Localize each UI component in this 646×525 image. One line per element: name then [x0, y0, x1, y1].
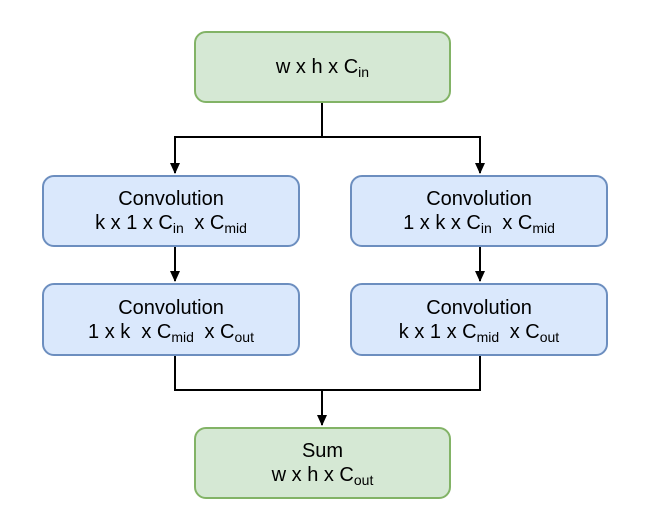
- convolution-dims: k x 1 x Cin x Cmid: [95, 212, 247, 236]
- input-node-label: w x h x Cin: [275, 56, 370, 80]
- convolution-title: Convolution: [426, 188, 532, 210]
- convolution-title: Convolution: [118, 188, 224, 210]
- convolution-dims: 1 x k x Cin x Cmid: [403, 212, 555, 236]
- convolution-title: Convolution: [118, 296, 224, 319]
- edge-input-to-right-convolution: [322, 136, 485, 174]
- sum-title: Sum: [301, 440, 344, 462]
- convolution-node-right-1: Convolution 1 x k x Cin x Cmid: [350, 175, 608, 247]
- convolution-node-left-2: Convolution 1 x k x Cmid x Cout: [42, 283, 300, 356]
- edge-left-conv2-to-sum: [174, 355, 322, 391]
- convolution-dims: 1 x k x Cmid x Cout: [88, 320, 254, 345]
- convolution-node-right-2: Convolution k x 1 x Cmid x Cout: [350, 283, 608, 356]
- sum-node: Sum w x h x Cout: [194, 427, 451, 499]
- edge-input-to-convolutions: [170, 102, 323, 174]
- sum-dims: w x h x Cout: [271, 464, 374, 488]
- convolution-dims: k x 1 x Cmid x Cout: [398, 320, 560, 345]
- convolution-node-left-1: Convolution k x 1 x Cin x Cmid: [42, 175, 300, 247]
- convolution-title: Convolution: [426, 296, 532, 319]
- input-node: w x h x Cin: [194, 31, 451, 103]
- edge-right-conv2-to-sum: [317, 355, 481, 426]
